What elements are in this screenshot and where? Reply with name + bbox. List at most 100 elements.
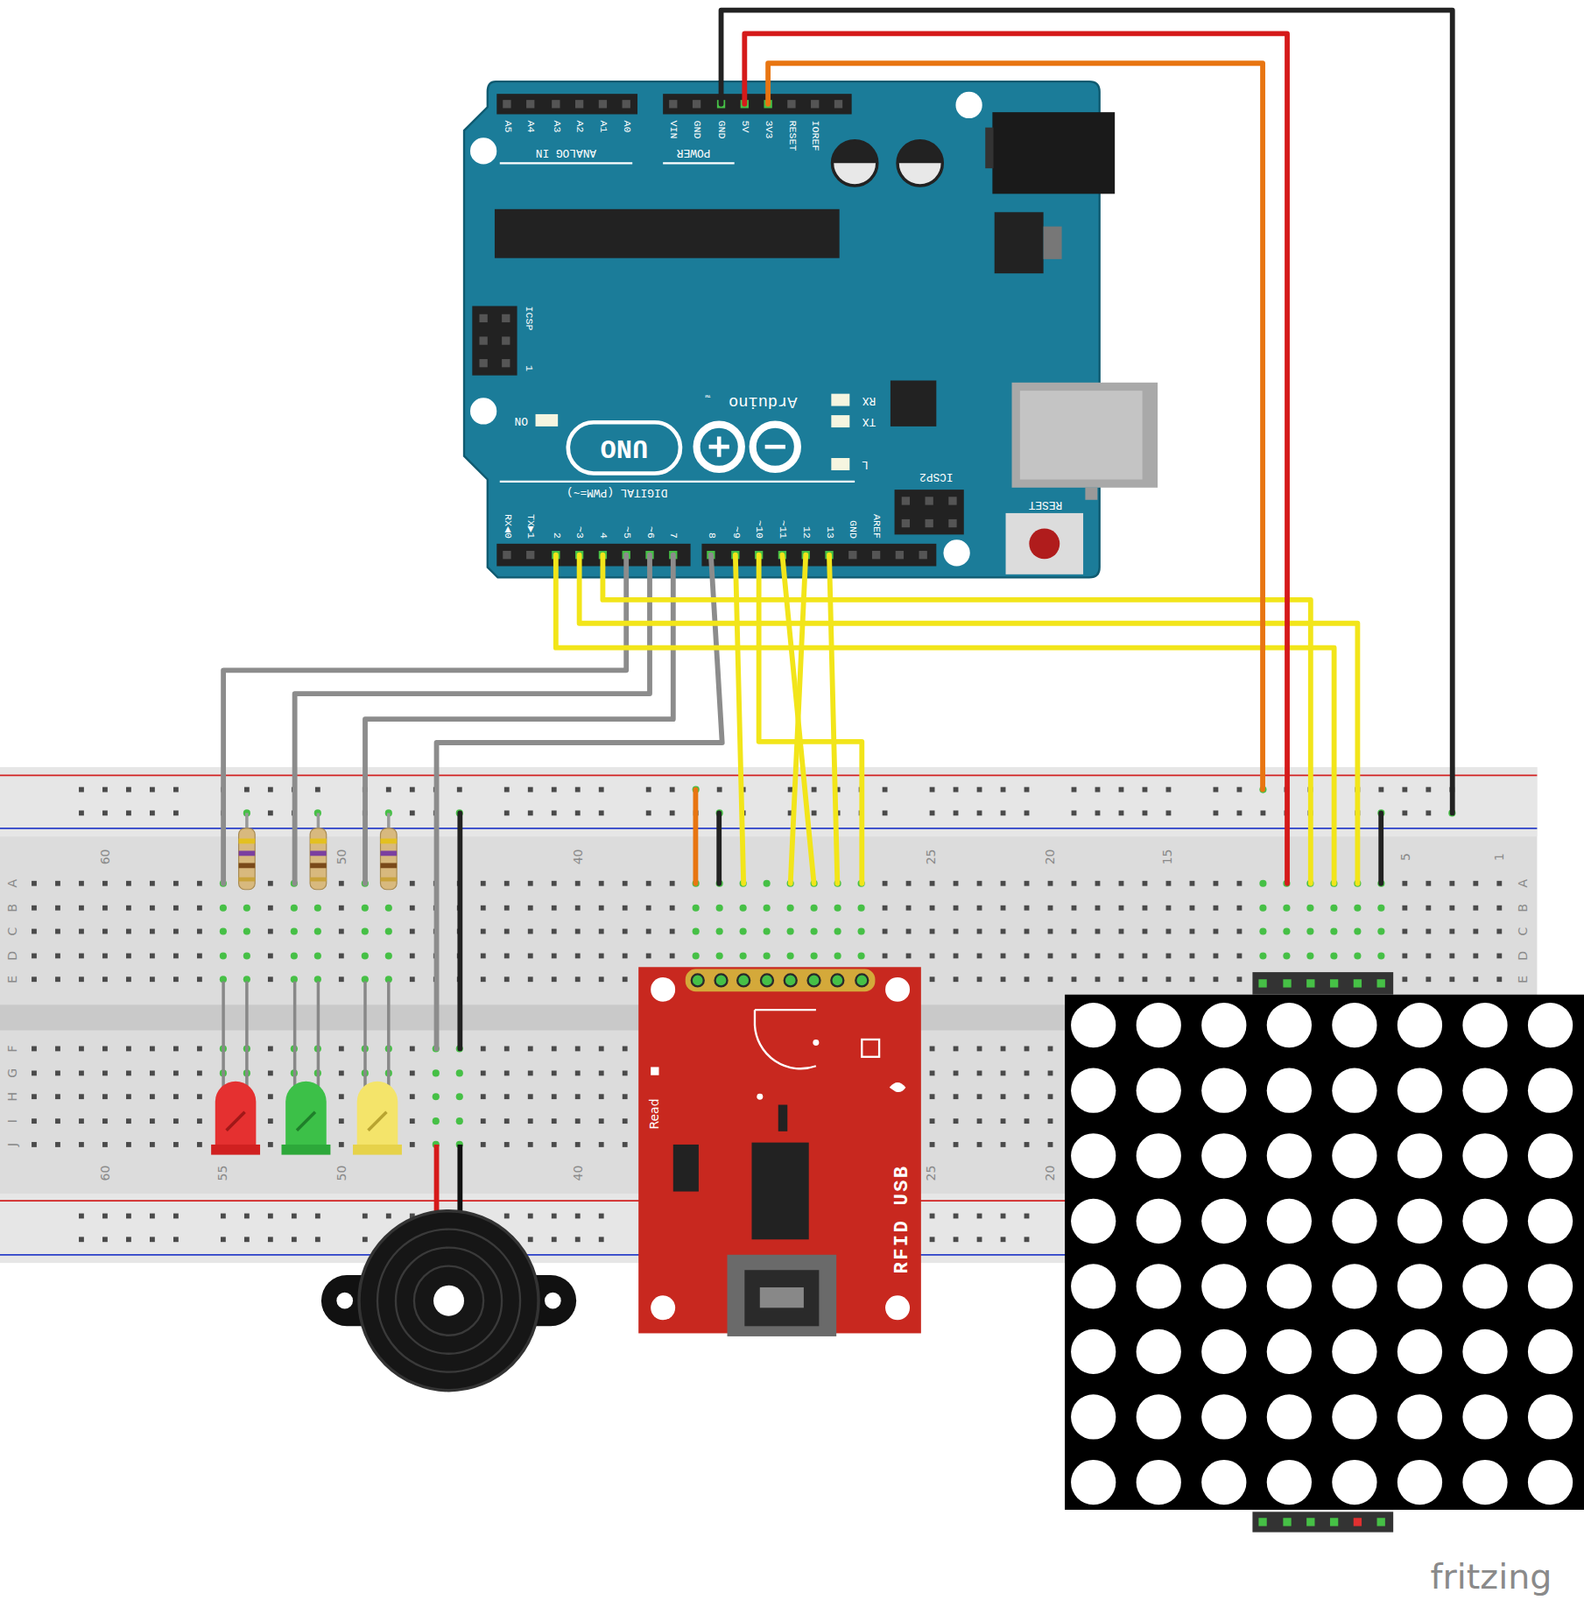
breadboard-holes-part bbox=[102, 1236, 108, 1242]
breadboard-holes-part bbox=[669, 929, 676, 935]
breadboard-holes-part bbox=[149, 976, 155, 982]
buzzer-part bbox=[544, 1292, 562, 1310]
breadboard-holes-part bbox=[810, 927, 818, 935]
matrix-dots-part bbox=[1136, 1133, 1182, 1178]
breadboard-holes-part bbox=[1142, 953, 1148, 959]
led-red-part bbox=[221, 981, 225, 1092]
matrix-dots-part bbox=[1136, 1198, 1182, 1244]
header-pins-part bbox=[478, 314, 487, 323]
matrix-dots-part bbox=[1397, 1393, 1443, 1439]
breadboard-holes-part bbox=[432, 1069, 440, 1077]
matrix-dots-part bbox=[1331, 1002, 1377, 1048]
led-red-part bbox=[245, 981, 248, 1092]
breadboard-holes-part bbox=[716, 951, 724, 959]
breadboard-holes-part bbox=[598, 1213, 605, 1219]
pin-label: 12 bbox=[800, 526, 811, 539]
breadboard-holes-part bbox=[1213, 787, 1219, 793]
breadboard-holes-part bbox=[977, 1141, 983, 1148]
breadboard-holes-part bbox=[480, 1118, 486, 1124]
pin-label: A2 bbox=[574, 119, 585, 133]
breadboard-holes-part bbox=[102, 976, 108, 982]
arduino-board-part bbox=[662, 161, 735, 164]
row-letter: D bbox=[6, 950, 19, 961]
breadboard-holes-part bbox=[575, 1093, 581, 1099]
breadboard-holes-part bbox=[669, 809, 676, 816]
arduino-board-part bbox=[994, 211, 1044, 274]
breadboard-holes-part bbox=[1095, 809, 1101, 816]
breadboard-holes-part bbox=[1213, 976, 1219, 982]
breadboard-holes-part bbox=[361, 951, 369, 959]
matrix-dots-part bbox=[1527, 1263, 1573, 1309]
breadboard-holes-part bbox=[31, 880, 37, 887]
breadboard-holes-part bbox=[929, 1236, 936, 1242]
rfid-board-part bbox=[885, 977, 910, 1002]
breadboard-holes-part bbox=[692, 951, 700, 959]
led-label: RX bbox=[862, 394, 876, 406]
row-letter: E bbox=[6, 975, 19, 984]
breadboard-holes-part bbox=[1000, 1093, 1007, 1099]
header-pins-part bbox=[478, 336, 487, 345]
header-pins-part bbox=[622, 99, 631, 108]
arduino-board-part bbox=[535, 414, 559, 427]
breadboard-holes-part bbox=[126, 1118, 132, 1124]
wire-part bbox=[716, 812, 722, 883]
breadboard-holes-part bbox=[1000, 1118, 1007, 1124]
arduino-board-part bbox=[494, 209, 840, 259]
breadboard-holes-part bbox=[1377, 904, 1385, 912]
breadboard-holes-part bbox=[1449, 880, 1455, 887]
breadboard-holes-part bbox=[173, 787, 179, 793]
breadboard-holes-part bbox=[763, 880, 771, 888]
header-pins-part bbox=[919, 550, 928, 559]
arduino-board-part bbox=[568, 422, 681, 473]
breadboard-holes-part bbox=[953, 976, 959, 982]
breadboard-holes-part bbox=[692, 927, 700, 935]
buzzer-part bbox=[359, 1210, 539, 1391]
matrix-dots-part bbox=[1462, 1459, 1507, 1505]
breadboard-holes-part bbox=[1000, 953, 1007, 959]
matrix-dots-part bbox=[1331, 1263, 1377, 1309]
pin-label: AREF bbox=[871, 513, 882, 539]
matrix-dots-part bbox=[1527, 1133, 1573, 1178]
arduino-board-part bbox=[470, 137, 497, 164]
rfid-board-part bbox=[885, 1295, 910, 1320]
breadboard-holes-part bbox=[504, 976, 510, 982]
resistor-symbol-part bbox=[380, 862, 397, 868]
breadboard-holes-part bbox=[906, 929, 912, 935]
resistor-symbol-part bbox=[309, 850, 327, 856]
wire-part bbox=[693, 789, 699, 884]
matrix-dots-part bbox=[1397, 1329, 1443, 1374]
breadboard-holes-part bbox=[102, 1213, 108, 1219]
breadboard-holes-part bbox=[149, 787, 155, 793]
breadboard-holes-part bbox=[810, 951, 818, 959]
rfid-board-part bbox=[650, 1295, 676, 1320]
breadboard-holes-part bbox=[598, 787, 605, 793]
rfid-header-pins-part bbox=[691, 973, 704, 986]
breadboard-holes-part bbox=[149, 1236, 155, 1242]
column-number: 25 bbox=[925, 1165, 938, 1182]
breadboard-holes-part bbox=[314, 927, 322, 935]
breadboard-holes-part bbox=[551, 953, 557, 959]
breadboard-holes-part bbox=[267, 1093, 274, 1099]
header-label: POWER bbox=[676, 146, 711, 158]
header-pins-part bbox=[925, 496, 934, 505]
breadboard-holes-part bbox=[1048, 905, 1054, 911]
row-letter: J bbox=[6, 1142, 19, 1147]
matrix-dots-part bbox=[1527, 1002, 1573, 1048]
breadboard-holes-part bbox=[977, 787, 983, 793]
breadboard-holes-part bbox=[977, 905, 983, 911]
breadboard-holes-part bbox=[315, 1213, 321, 1219]
header-pins-part bbox=[895, 550, 904, 559]
breadboard-holes-part bbox=[551, 1093, 557, 1099]
resistor-symbol bbox=[239, 812, 256, 889]
rfid-board-part bbox=[889, 1082, 907, 1092]
pin-label: ~10 bbox=[753, 520, 765, 539]
breadboard-holes-part bbox=[1000, 929, 1007, 935]
breadboard-holes-part bbox=[1095, 787, 1101, 793]
matrix-dots-part bbox=[1267, 1133, 1312, 1178]
wire-part bbox=[829, 555, 838, 884]
breadboard-holes-part bbox=[953, 1093, 959, 1099]
matrix-dots-part bbox=[1377, 978, 1386, 987]
breadboard-holes-part bbox=[834, 951, 842, 959]
breadboard-holes-part bbox=[739, 951, 747, 959]
breadboard-holes-part bbox=[102, 787, 108, 793]
